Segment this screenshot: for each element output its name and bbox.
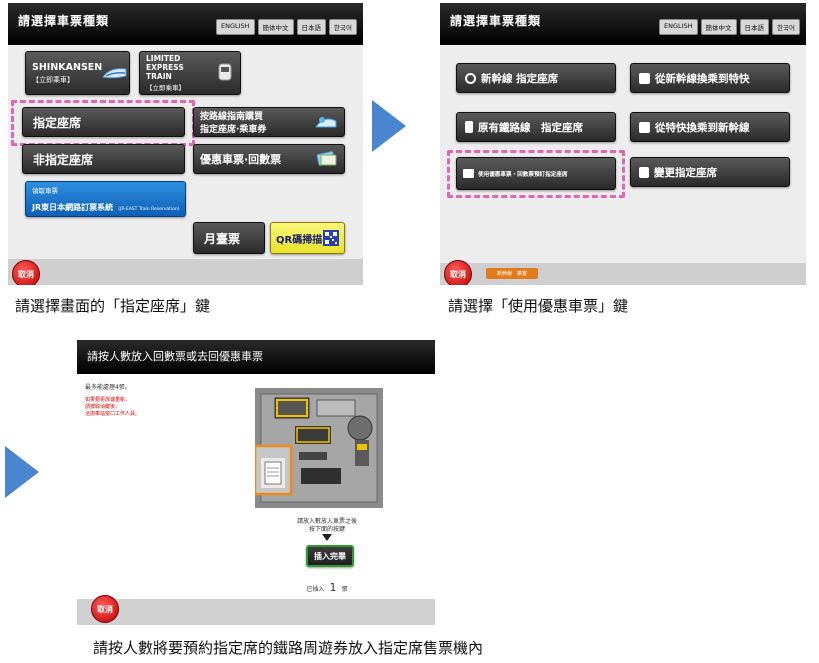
caption-step-2: 請選擇「使用優惠車票」鍵 bbox=[448, 297, 629, 315]
screen-footer: 取消 bbox=[77, 595, 435, 625]
insert-done-button[interactable]: 插入完畢 bbox=[306, 545, 354, 567]
non-reserved-seat-button[interactable]: 非指定座席 bbox=[22, 144, 185, 174]
express-to-shinkansen-button[interactable]: 從特快換乘到新幹線 bbox=[630, 112, 790, 142]
language-selector: ENGLISH 簡体中文 日本語 한국어 bbox=[658, 19, 800, 35]
lang-japanese-button[interactable]: 日本語 bbox=[296, 19, 327, 35]
shinkansen-train-icon bbox=[102, 68, 127, 79]
ticket-icon bbox=[316, 151, 337, 166]
transfer-icon bbox=[639, 121, 650, 133]
cancel-button[interactable]: 取消 bbox=[91, 595, 119, 623]
platform-ticket-label: 月臺票 bbox=[204, 231, 241, 246]
reserved-seat-label: 指定座席 bbox=[33, 115, 82, 130]
shinkansen-reserved-button[interactable]: 新幹線 指定座席 bbox=[456, 63, 616, 93]
header-title: 請按人數放入回數票或去回優惠車票 bbox=[87, 350, 263, 363]
route-guide-button[interactable]: 按路線指南購買 指定座席·乘車券 bbox=[193, 107, 345, 137]
limited-express-button[interactable]: LIMITED EXPRESS TRAIN 【立即乘車】 bbox=[139, 51, 241, 95]
transfer-icon bbox=[639, 72, 650, 84]
shinkansen-sub: 【立即乘車】 bbox=[32, 75, 74, 84]
limited-express-title2: TRAIN bbox=[146, 72, 172, 81]
screen-header: 請按人數放入回數票或去回優惠車票 bbox=[77, 340, 435, 374]
express-train-icon bbox=[218, 63, 232, 81]
left-info-panel: 最多能處理4張。 如果要更改或重新， 請按取消鍵後， 洽詢車站窗口工作人員。 bbox=[77, 374, 172, 594]
inserted-count-row: 已插入 1 張 bbox=[282, 576, 372, 595]
machine-image bbox=[253, 388, 383, 508]
route-guide-line1: 按路線指南購買 bbox=[200, 112, 264, 122]
lang-english-button[interactable]: ENGLISH bbox=[658, 19, 698, 35]
warning-line-1: 如果要更改或重新， bbox=[85, 397, 131, 403]
change-reservation-button[interactable]: 變更指定座席 bbox=[630, 157, 790, 187]
screen-footer: 取消 新幹線 乘客 bbox=[440, 260, 806, 285]
qr-scan-label: QR碼掃描 bbox=[276, 234, 323, 246]
inserted-suffix: 張 bbox=[341, 586, 348, 593]
platform-ticket-button[interactable]: 月臺票 bbox=[193, 222, 265, 254]
language-selector: ENGLISH 簡体中文 日本語 한국어 bbox=[215, 19, 357, 35]
jr-east-line2: JR東日本網路訂票系統 bbox=[32, 202, 114, 212]
screen-footer: 取消 bbox=[8, 259, 363, 285]
insert-done-label: 插入完畢 bbox=[314, 551, 346, 561]
warning-line-2: 請按取消鍵後， bbox=[85, 404, 121, 410]
lang-simplified-chinese-button[interactable]: 簡体中文 bbox=[257, 19, 294, 35]
qr-scan-button[interactable]: QR碼掃描 bbox=[270, 222, 345, 254]
caption-step-3: 請按人數將要預約指定席的鐵路周遊券放入指定席售票機內 bbox=[93, 639, 484, 657]
btn2-label: 從新幹線換乘到特快 bbox=[655, 72, 750, 85]
passenger-tag: 新幹線 乘客 bbox=[486, 268, 538, 279]
ticket-icon bbox=[463, 169, 474, 178]
lang-korean-button[interactable]: 한국어 bbox=[329, 19, 357, 35]
header-title: 請選擇車票種類 bbox=[18, 14, 110, 28]
discount-reserve-button[interactable]: 使用優惠車票・回數票預訂指定座席 bbox=[456, 157, 616, 190]
shinkansen-button[interactable]: SHINKANSEN 【立即乘車】 bbox=[25, 51, 130, 95]
inserted-prefix: 已插入 bbox=[306, 586, 325, 593]
step-arrow-2 bbox=[5, 446, 39, 498]
discount-reserve-highlight bbox=[447, 150, 625, 198]
lang-korean-button[interactable]: 한국어 bbox=[772, 19, 800, 35]
shinkansen-to-express-button[interactable]: 從新幹線換乘到特快 bbox=[630, 63, 790, 93]
btn6-label: 變更指定座席 bbox=[654, 166, 717, 179]
jr-east-line1: 領取車票 bbox=[32, 186, 58, 195]
discount-ticket-label: 優惠車票·回數票 bbox=[200, 153, 282, 166]
discount-ticket-button[interactable]: 優惠車票·回數票 bbox=[193, 144, 345, 174]
down-arrow-icon bbox=[322, 534, 332, 541]
screen-header: 請選擇車票種類 ENGLISH 簡体中文 日本語 한국어 bbox=[8, 3, 363, 45]
shinkansen-title: SHINKANSEN bbox=[32, 61, 103, 73]
inserted-count: 1 bbox=[329, 581, 337, 594]
btn3-label: 原有鐵路線 指定座席 bbox=[478, 121, 583, 134]
cancel-button[interactable]: 取消 bbox=[12, 260, 40, 285]
lang-simplified-chinese-button[interactable]: 簡体中文 bbox=[700, 19, 737, 35]
route-guide-line2: 指定座席·乘車券 bbox=[200, 125, 267, 135]
ticket-machine-illustration bbox=[253, 388, 383, 508]
reserved-seat-button[interactable]: 指定座席 bbox=[22, 107, 185, 137]
seat-icon bbox=[639, 166, 649, 178]
limited-express-title: LIMITED EXPRESS bbox=[146, 54, 184, 72]
btn5-label: 使用優惠車票・回數票預訂指定座席 bbox=[478, 171, 568, 178]
max-tickets-text: 最多能處理4張。 bbox=[85, 384, 131, 391]
train-icon bbox=[465, 121, 473, 133]
instruction-line-1: 請放入數放入車票之後 bbox=[296, 518, 357, 525]
step-arrow-1 bbox=[372, 100, 406, 152]
btn1-label: 新幹線 指定座席 bbox=[481, 72, 559, 85]
shinkansen-icon bbox=[465, 72, 476, 84]
ticket-type-screen: 請選擇車票種類 ENGLISH 簡体中文 日本語 한국어 SHINKANSEN … bbox=[8, 3, 363, 285]
qr-code-icon bbox=[323, 230, 339, 246]
jr-east-reservation-button[interactable]: 領取車票 JR東日本網路訂票系統 (JR-EAST Train Reservat… bbox=[25, 181, 186, 217]
screen-header: 請選擇車票種類 ENGLISH 簡体中文 日本語 한국어 bbox=[440, 3, 806, 45]
lang-japanese-button[interactable]: 日本語 bbox=[739, 19, 770, 35]
lang-english-button[interactable]: ENGLISH bbox=[215, 19, 255, 35]
cancel-button[interactable]: 取消 bbox=[444, 260, 472, 285]
insert-ticket-screen: 請按人數放入回數票或去回優惠車票 最多能處理4張。 如果要更改或重新， 請按取消… bbox=[77, 340, 435, 625]
instruction-line-2: 按下面的按鍵 bbox=[308, 526, 345, 533]
header-title: 請選擇車票種類 bbox=[450, 14, 542, 28]
conventional-reserved-button[interactable]: 原有鐵路線 指定座席 bbox=[456, 112, 616, 142]
jr-east-small: (JR-EAST Train Reservation) bbox=[118, 206, 180, 212]
reserved-seat-type-screen: 請選擇車票種類 ENGLISH 簡体中文 日本語 한국어 新幹線 指定座席 從新… bbox=[440, 3, 806, 285]
limited-express-sub: 【立即乘車】 bbox=[146, 84, 185, 92]
non-reserved-seat-label: 非指定座席 bbox=[33, 152, 94, 167]
btn4-label: 從特快換乘到新幹線 bbox=[655, 121, 750, 134]
warning-line-3: 洽詢車站窗口工作人員。 bbox=[85, 411, 141, 417]
route-map-icon bbox=[315, 117, 337, 128]
caption-step-1: 請選擇畫面的「指定座席」鍵 bbox=[15, 297, 211, 315]
